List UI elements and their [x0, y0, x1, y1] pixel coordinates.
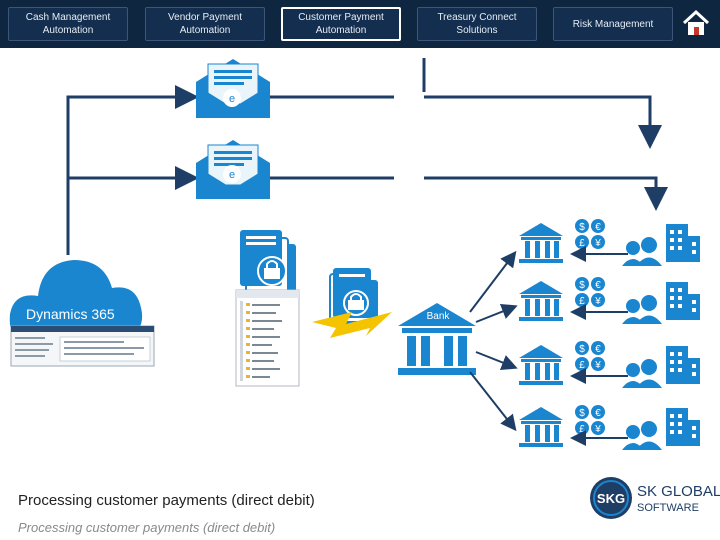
payment-flow-diagram: e e [9, 58, 720, 519]
bank-row-3: $ € £ ¥ [519, 341, 700, 388]
home-icon [682, 9, 710, 35]
dynamics-365-cloud [9, 260, 155, 367]
file-explorer-screenshot [235, 289, 300, 387]
svg-text:£: £ [579, 238, 585, 249]
svg-text:€: € [595, 280, 601, 291]
svg-text:$: $ [579, 344, 585, 355]
arrow-d365-to-email-1 [66, 85, 199, 255]
lock-icon [264, 268, 280, 279]
currency-icon: $ € £ ¥ [575, 341, 605, 371]
slide-subcaption: Processing customer payments (direct deb… [18, 520, 276, 535]
lightning-bolt-icon [312, 312, 392, 338]
arrow-top-right [424, 95, 662, 149]
svg-text:€: € [595, 344, 601, 355]
ie-globe-icon [223, 89, 241, 107]
svg-text:£: £ [579, 424, 585, 435]
svg-text:¥: ¥ [594, 360, 601, 371]
svg-text:¥: ¥ [594, 238, 601, 249]
logo-text-line1: SK GLOBAL [637, 483, 720, 500]
bank-label: Bank [426, 311, 450, 322]
bank-connection-arrows [469, 250, 518, 432]
bank-row-1: $ € £ ¥ [519, 219, 700, 266]
svg-text:e: e [229, 169, 235, 181]
lock-icon [348, 300, 364, 310]
central-bank-icon [398, 303, 476, 375]
slide-caption: Processing customer payments (direct deb… [18, 492, 315, 509]
currency-icon: $ € £ ¥ [575, 219, 605, 249]
svg-text:€: € [595, 222, 601, 233]
svg-text:€: € [595, 408, 601, 419]
bank-row-4: $ € £ ¥ [519, 405, 700, 450]
ie-globe-icon [223, 165, 241, 183]
home-button[interactable] [681, 8, 711, 38]
email-envelope-2: e [196, 140, 270, 199]
currency-icon: $ € £ ¥ [575, 277, 605, 307]
tab-risk-management[interactable]: Risk Management [553, 7, 673, 41]
tab-cash-management-automation[interactable]: Cash Management Automation [8, 7, 128, 41]
svg-text:$: $ [579, 280, 585, 291]
svg-text:SKG: SKG [597, 491, 625, 506]
svg-text:$: $ [579, 222, 585, 233]
arrow-to-banks [424, 176, 668, 211]
logo-text-line2: SOFTWARE [637, 502, 699, 514]
tab-customer-payment-automation[interactable]: Customer Payment Automation [281, 7, 401, 41]
secure-documents-icon [240, 230, 296, 298]
svg-text:e: e [229, 93, 235, 105]
dynamics-365-label: Dynamics 365 [26, 306, 115, 322]
bank-row-2: $ € £ ¥ [519, 277, 700, 324]
svg-text:£: £ [579, 360, 585, 371]
currency-icon: $ € £ ¥ [575, 405, 605, 435]
svg-text:£: £ [579, 296, 585, 307]
top-nav: Cash Management Automation Vendor Paymen… [0, 0, 720, 48]
svg-text:¥: ¥ [594, 424, 601, 435]
sk-global-logo: SKG SK GLOBAL SOFTWARE [590, 477, 720, 519]
svg-text:$: $ [579, 408, 585, 419]
flow-arrows [66, 58, 668, 255]
email-envelope-1: e [196, 59, 270, 118]
svg-text:¥: ¥ [594, 296, 601, 307]
tab-treasury-connect-solutions[interactable]: Treasury Connect Solutions [417, 7, 537, 41]
tab-vendor-payment-automation[interactable]: Vendor Payment Automation [145, 7, 265, 41]
